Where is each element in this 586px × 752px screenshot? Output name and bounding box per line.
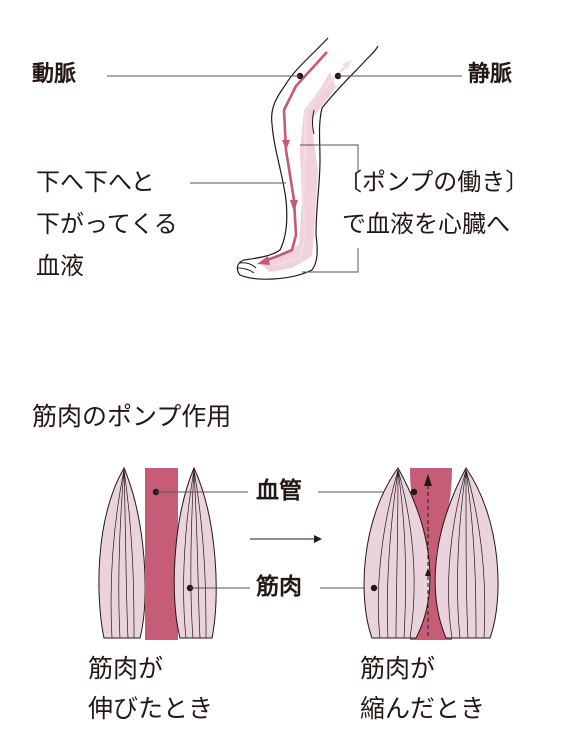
left-muscle-b-fibers bbox=[183, 469, 207, 639]
right-muscle-a-fibers bbox=[377, 469, 415, 639]
left-vessel bbox=[145, 468, 178, 640]
artery-arrow-2 bbox=[290, 200, 298, 212]
section-title: 筋肉のポンプ作用 bbox=[32, 402, 232, 431]
pump-text-line-2: で血液を心臓へ bbox=[342, 210, 510, 238]
pump-text-line-1: 〔ポンプの働き〕 bbox=[338, 168, 530, 196]
upper-leaders bbox=[107, 75, 462, 273]
left-caption-line-2: 伸びたとき bbox=[88, 694, 214, 723]
blood-down-line-1: 下へ下へと bbox=[36, 168, 155, 196]
vein-line bbox=[274, 65, 347, 267]
artery-arrow-1 bbox=[282, 140, 290, 150]
right-caption-line-1: 筋肉が bbox=[360, 654, 436, 683]
muscle-dot-right bbox=[370, 584, 378, 592]
leg-outline bbox=[236, 37, 379, 280]
vessel-dot-right bbox=[410, 488, 418, 496]
relaxed-state bbox=[98, 466, 217, 640]
blood-down-line-2: 下がってくる bbox=[36, 210, 178, 238]
vein-band bbox=[262, 72, 336, 272]
pump-bracket-bottom bbox=[302, 248, 359, 273]
vessel-label: 血管 bbox=[256, 478, 302, 504]
vein-arrow bbox=[342, 60, 352, 70]
artery-label: 動脈 bbox=[32, 62, 77, 87]
pump-bracket bbox=[300, 144, 359, 172]
right-muscle-b-fibers bbox=[448, 469, 486, 639]
vein-label: 静脈 bbox=[468, 62, 513, 87]
muscle-label: 筋肉 bbox=[256, 574, 302, 600]
artery-arrow-end bbox=[257, 256, 270, 265]
flow-arrow-mid-head bbox=[425, 568, 431, 576]
transition-arrow bbox=[250, 535, 322, 543]
right-caption-line-2: 縮んだとき bbox=[360, 694, 486, 723]
left-muscle-a-fibers bbox=[110, 469, 135, 639]
contracted-state bbox=[363, 467, 499, 640]
flow-arrow-up-head bbox=[424, 474, 432, 486]
left-caption-line-1: 筋肉が bbox=[88, 654, 164, 683]
blood-down-line-3: 血液 bbox=[36, 252, 84, 280]
knee-crease bbox=[312, 109, 315, 135]
artery-line bbox=[261, 51, 328, 264]
leg-illustration bbox=[236, 37, 379, 280]
toes bbox=[237, 262, 257, 274]
